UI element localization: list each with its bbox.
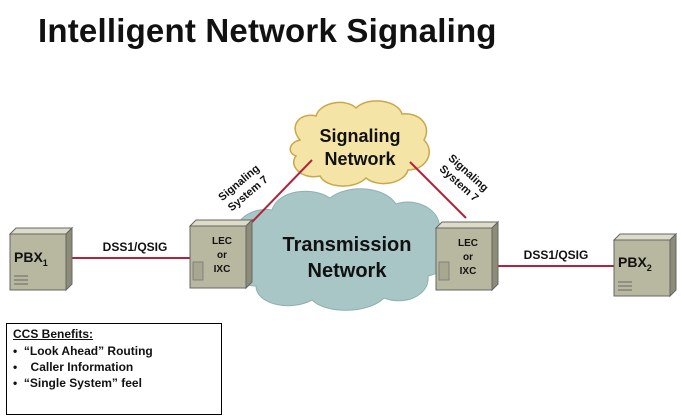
dss1-label-left: DSS1/QSIG (103, 240, 168, 254)
pbx-1-box: PBX1 (8, 226, 74, 292)
switch-left-line2: or (217, 250, 227, 261)
switch-right-line3: IXC (460, 266, 477, 277)
switch-right-line2: or (463, 252, 473, 263)
slide-title: Intelligent Network Signaling (38, 12, 497, 49)
lec-ixc-switch-left: LEC or IXC (188, 218, 254, 290)
transmission-label-2: Network (308, 260, 388, 282)
transmission-network-cloud: Transmission Network (229, 188, 450, 311)
signaling-label-1: Signaling (320, 126, 401, 146)
ccs-benefits-heading: CCS Benefits: (13, 327, 94, 341)
benefit-item: • “Single System” feel (13, 376, 142, 390)
benefit-item: • Caller Information (13, 360, 134, 374)
pbx-1-label: PBX1 (14, 249, 48, 268)
lec-ixc-switch-right: LEC or IXC (434, 220, 500, 292)
ccs-benefits-box: CCS Benefits: • “Look Ahead” Routing • C… (6, 323, 222, 415)
switch-left-line1: LEC (212, 236, 232, 247)
ss7-link-left (251, 159, 313, 223)
switch-left-line3: IXC (214, 264, 231, 275)
transmission-label-1: Transmission (283, 234, 412, 256)
benefit-item: • “Look Ahead” Routing (13, 344, 153, 358)
signaling-network-cloud: Signaling Network (289, 100, 430, 187)
pbx-2-box: PBX2 (612, 232, 678, 298)
pbx-2-label: PBX2 (618, 254, 652, 273)
ss7-label-left: Signaling System 7 (216, 163, 270, 214)
ss7-link-right (409, 161, 467, 219)
signaling-label-2: Network (324, 149, 396, 169)
switch-right-line1: LEC (458, 238, 478, 249)
dss1-label-right: DSS1/QSIG (524, 248, 589, 262)
